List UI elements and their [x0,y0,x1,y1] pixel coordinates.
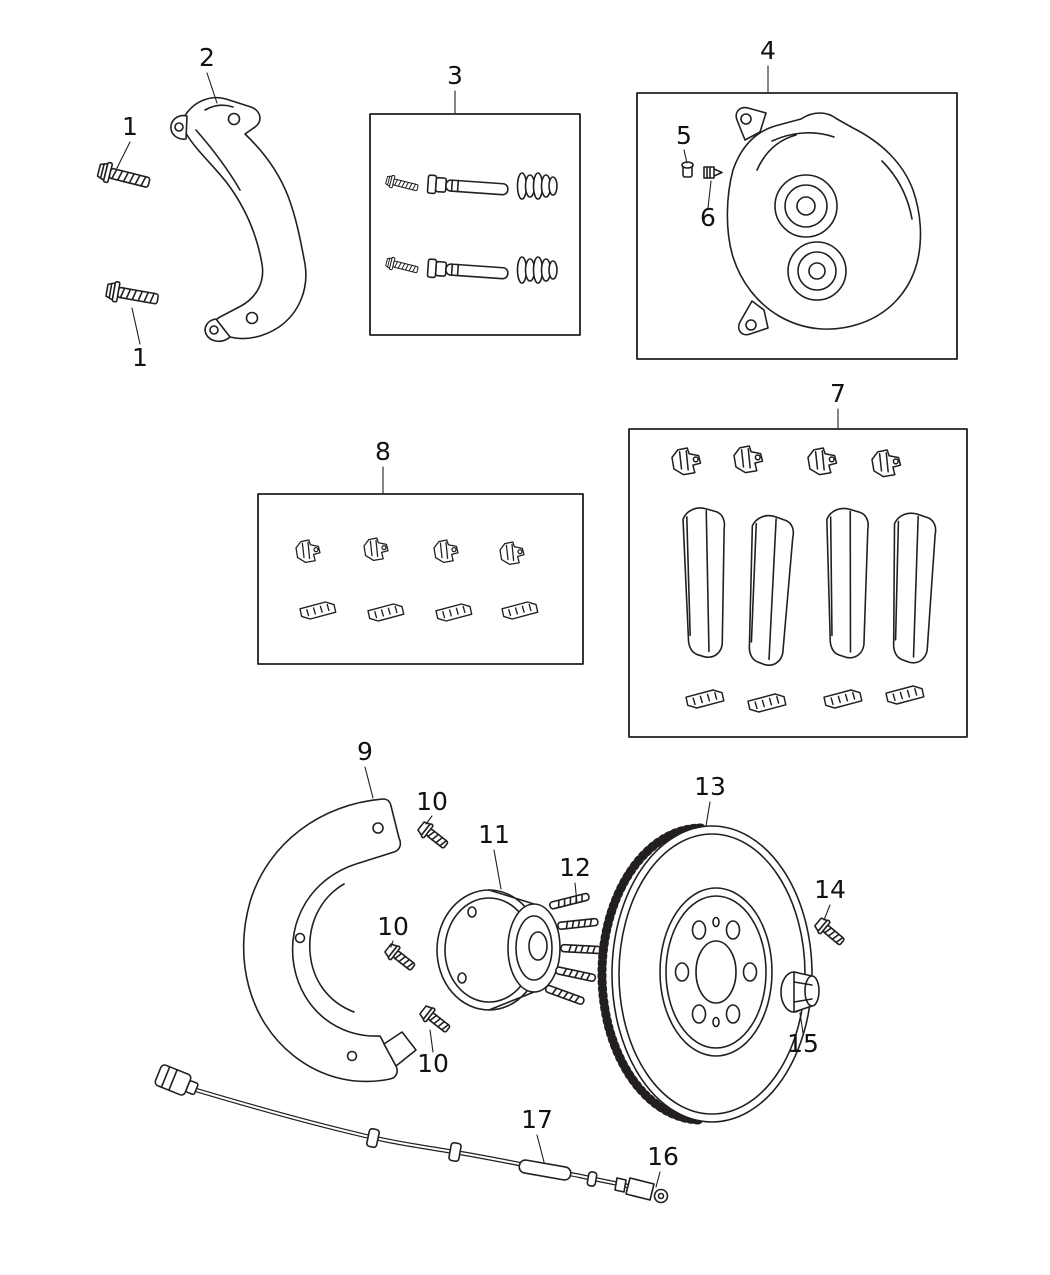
svg-text:11: 11 [478,820,510,849]
pad-clip [871,449,902,478]
svg-text:16: 16 [647,1142,679,1171]
callout-10-c: 10 [417,1029,449,1078]
wheel-stud [556,917,599,931]
pad-clip [823,689,863,709]
wheel-stud [554,965,597,983]
caliper-adapter-bracket [170,96,307,343]
svg-text:17: 17 [521,1105,553,1134]
callout-13: 13 [694,772,726,827]
hardware-clip [295,539,321,564]
shield-bolt [382,940,419,975]
hardware-clip [363,537,389,562]
hardware-clip [435,603,473,622]
svg-text:1: 1 [132,343,148,372]
brake-pad [743,513,799,667]
wheel-stud [560,943,602,955]
callout-1-upper: 1 [116,112,138,169]
splash-shield [242,798,417,1083]
callout-2: 2 [199,43,218,104]
svg-text:10: 10 [377,912,409,941]
hardware-clip [299,601,337,620]
svg-text:2: 2 [199,43,215,72]
callout-16: 16 [647,1142,679,1188]
pad-clip [733,445,764,474]
caliper-bracket-bolt-upper [95,159,153,194]
hardware-clip [433,539,459,564]
brake-pad [674,504,739,660]
svg-text:10: 10 [416,787,448,816]
pin-boot [516,172,558,200]
svg-text:7: 7 [830,379,846,408]
callout-6: 6 [700,180,716,232]
shield-bolt [417,1002,454,1037]
caliper-bracket-bolt-lower [104,279,161,310]
brake-caliper [726,106,922,336]
svg-text:12: 12 [559,853,591,882]
svg-text:14: 14 [814,875,846,904]
hardware-clip [499,541,525,566]
wheel-stud [544,983,586,1006]
callout-15: 15 [787,1012,819,1058]
pin-bolt [384,255,420,277]
callout-14: 14 [814,875,846,921]
pin-bolt [384,173,420,195]
harness-grommet [365,1127,381,1149]
callout-9: 9 [357,737,374,799]
callout-1-lower: 1 [131,307,148,372]
svg-text:8: 8 [375,437,391,466]
pad-clip [671,447,702,476]
pad-clip [885,685,925,705]
sensor-bolt [812,915,849,950]
callout-12: 12 [559,853,591,904]
hub-nut [780,971,820,1013]
svg-text:3: 3 [447,61,463,90]
svg-text:10: 10 [417,1049,449,1078]
svg-text:6: 6 [700,203,716,232]
brake-pad [817,505,881,661]
svg-text:13: 13 [694,772,726,801]
sensor-harness [154,1064,635,1190]
bleeder-screw [703,166,723,179]
svg-text:1: 1 [122,112,138,141]
pad-clip [747,693,787,713]
callout-4: 4 [760,36,776,93]
bleeder-cap [681,161,694,178]
svg-text:15: 15 [787,1029,819,1058]
callout-3: 3 [447,61,463,114]
callout-11: 11 [478,820,510,890]
wheel-speed-sensor [614,1177,669,1204]
callout-7: 7 [830,379,846,429]
pin-boot [516,256,558,284]
callout-17: 17 [521,1105,553,1163]
harness-sleeve [518,1159,572,1181]
caliper-assembly [636,92,958,360]
hardware-clip [501,601,539,620]
callout-10-b: 10 [377,912,409,948]
svg-text:4: 4 [760,36,776,65]
harness-connector [154,1064,199,1096]
brake-pad [885,511,944,665]
wheel-stud [548,892,591,911]
svg-text:9: 9 [357,737,373,766]
guide-pin [426,258,510,284]
pad-clip [807,447,838,476]
guide-pin [426,174,510,200]
callout-10-a: 10 [416,787,448,825]
brake-rotor [597,823,813,1125]
brake-pad-kit [628,428,968,738]
harness-grommet [448,1141,462,1163]
callout-5: 5 [676,121,692,164]
hub-bearing [436,889,602,1011]
callout-8: 8 [375,437,391,494]
hardware-clip [367,603,405,622]
svg-text:5: 5 [676,121,692,150]
pad-clip [685,689,725,709]
harness-grommet [586,1171,598,1187]
shield-bolt [415,818,452,853]
guide-pin-kit [369,113,581,336]
pad-hardware-kit [257,493,584,665]
